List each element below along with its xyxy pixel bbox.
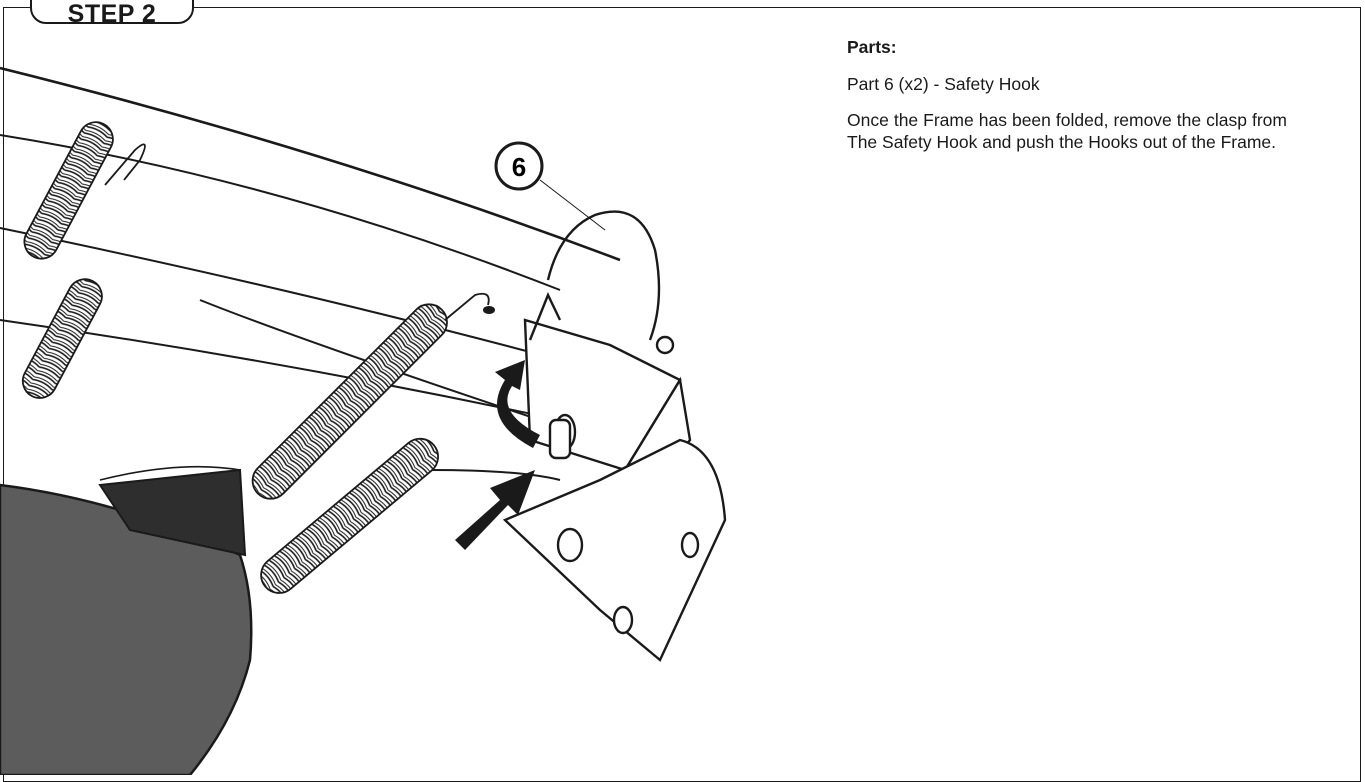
jumping-mat <box>0 465 253 775</box>
push-arrow-icon <box>455 470 535 550</box>
callout-number: 6 <box>512 152 526 182</box>
frame-rails <box>0 66 621 481</box>
curved-arrow-icon <box>495 360 540 448</box>
parts-item: Part 6 (x2) - Safety Hook <box>847 74 1040 94</box>
bracket <box>502 210 727 662</box>
springs <box>21 121 495 594</box>
step-label: STEP 2 <box>67 0 157 28</box>
instruction-text: Once the Frame has been folded, remove t… <box>847 110 1287 152</box>
step-badge: STEP 2 <box>30 0 194 28</box>
callout-circle: 6 <box>494 141 606 231</box>
parts-panel: Parts: Part 6 (x2) - Safety Hook Once th… <box>847 36 1287 153</box>
parts-title: Parts: <box>847 37 897 57</box>
